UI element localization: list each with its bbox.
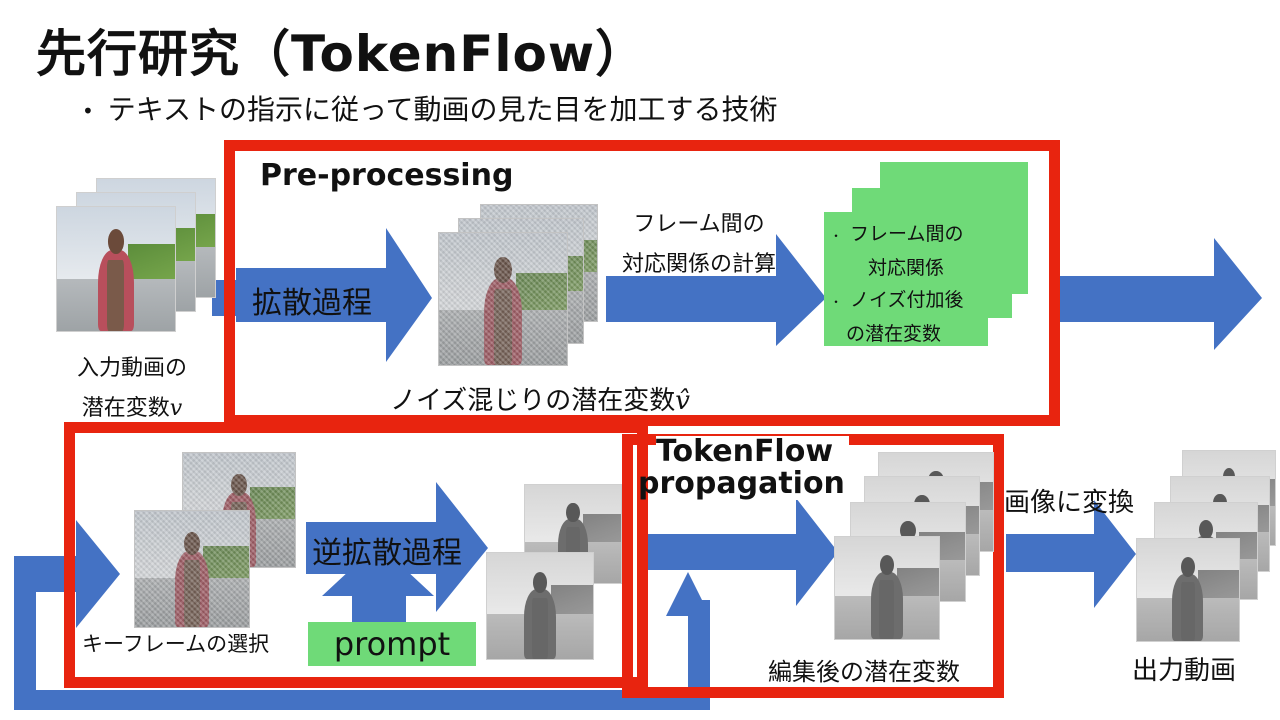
input-caption-line2: 潜在変数v <box>81 396 183 421</box>
green-item-1-line2: 対応関係 <box>868 257 945 279</box>
green-item-correspondence: ・フレーム間の 対応関係 <box>830 218 982 284</box>
green-item-latent: ・ノイズ付加後 の潜在変数 <box>830 284 982 350</box>
loop-left-line <box>14 556 36 708</box>
loop-bottom-line <box>14 690 710 710</box>
tokenflow-up-arrowhead <box>666 572 710 616</box>
noisy-latent-stack <box>438 204 608 374</box>
edited-latent-stack <box>834 452 1000 642</box>
diffusion-arrow <box>236 228 432 362</box>
reverse-diffusion-label: 逆拡散過程 <box>312 536 462 571</box>
input-symbol: v <box>169 396 183 421</box>
reverse-diffusion-arrow <box>306 482 488 612</box>
preprocessing-label: Pre-processing <box>260 158 514 193</box>
noisy-frame <box>438 232 568 366</box>
input-caption-line1: 入力動画の <box>76 356 187 381</box>
decode-arrow <box>1006 500 1136 608</box>
green-card-front: ・フレーム間の 対応関係 ・ノイズ付加後 の潜在変数 <box>824 212 988 346</box>
output-frame <box>1136 538 1240 642</box>
bullet-label: テキストの指示に従って動画の見た目を加工する技術 <box>107 93 778 126</box>
green-item-1-line1: フレーム間の <box>850 223 964 245</box>
correspondence-caption: フレーム間の 対応関係の計算 <box>604 206 794 278</box>
correspondence-line1: フレーム間の <box>633 212 765 237</box>
keyframe-front <box>134 510 250 628</box>
diffusion-label: 拡散過程 <box>252 286 372 321</box>
editing-box <box>64 422 648 688</box>
edited-frame <box>834 536 940 640</box>
decode-label: 画像に変換 <box>1004 488 1135 518</box>
bullet-text: • テキストの指示に従って動画の見た目を加工する技術 <box>82 88 778 128</box>
page-title: 先行研究（TokenFlow） <box>36 25 647 83</box>
noisy-caption: ノイズ混じりの潜在変数v̂ <box>390 380 690 417</box>
input-caption: 入力動画の 潜在変数v <box>62 350 202 422</box>
correspondence-arrow <box>606 234 826 346</box>
keyframe-caption: キーフレームの選択 <box>82 632 270 656</box>
input-video-stack <box>56 176 226 336</box>
noisy-symbol: v̂ <box>675 386 690 416</box>
tokenflow-arrow <box>646 498 838 606</box>
bullet-dot: • <box>82 99 94 123</box>
tokenflow-label: TokenFlow propagation <box>638 434 849 500</box>
tokenflow-label-line1: TokenFlow <box>656 434 834 469</box>
green-bullet: ・ <box>830 229 843 243</box>
edited-caption: 編集後の潜在変数 <box>768 658 960 686</box>
prompt-up-arrow <box>322 544 434 622</box>
input-frame <box>56 206 176 332</box>
green-item-2-line1: ノイズ付加後 <box>850 289 964 311</box>
output-video-stack <box>1136 450 1276 646</box>
preprocessing-box <box>224 140 1060 426</box>
loop-right-line <box>688 600 710 710</box>
preprocess-exit-arrow <box>1058 238 1262 350</box>
prompt-box: prompt <box>308 622 476 666</box>
output-caption: 出力動画 <box>1132 656 1237 686</box>
green-item-2-line2: の潜在変数 <box>846 323 942 345</box>
noisy-caption-text: ノイズ混じりの潜在変数 <box>390 386 676 416</box>
green-bullet: ・ <box>830 295 843 309</box>
edited-keyframe-front <box>486 552 594 660</box>
tokenflow-label-line2: propagation <box>638 466 845 501</box>
correspondence-line2: 対応関係の計算 <box>621 252 776 277</box>
